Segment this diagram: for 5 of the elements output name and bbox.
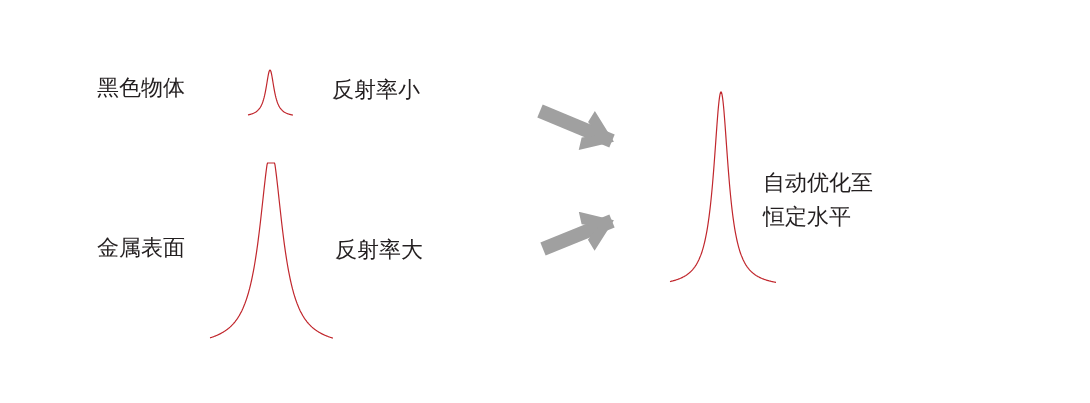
object-label: 黑色物体 [97,74,185,102]
reflectance-label: 反射率小 [332,76,420,104]
result-label: 自动优化至恒定水平 [763,169,874,231]
reflectance-label: 反射率大 [335,236,423,264]
object-label: 金属表面 [97,234,185,262]
